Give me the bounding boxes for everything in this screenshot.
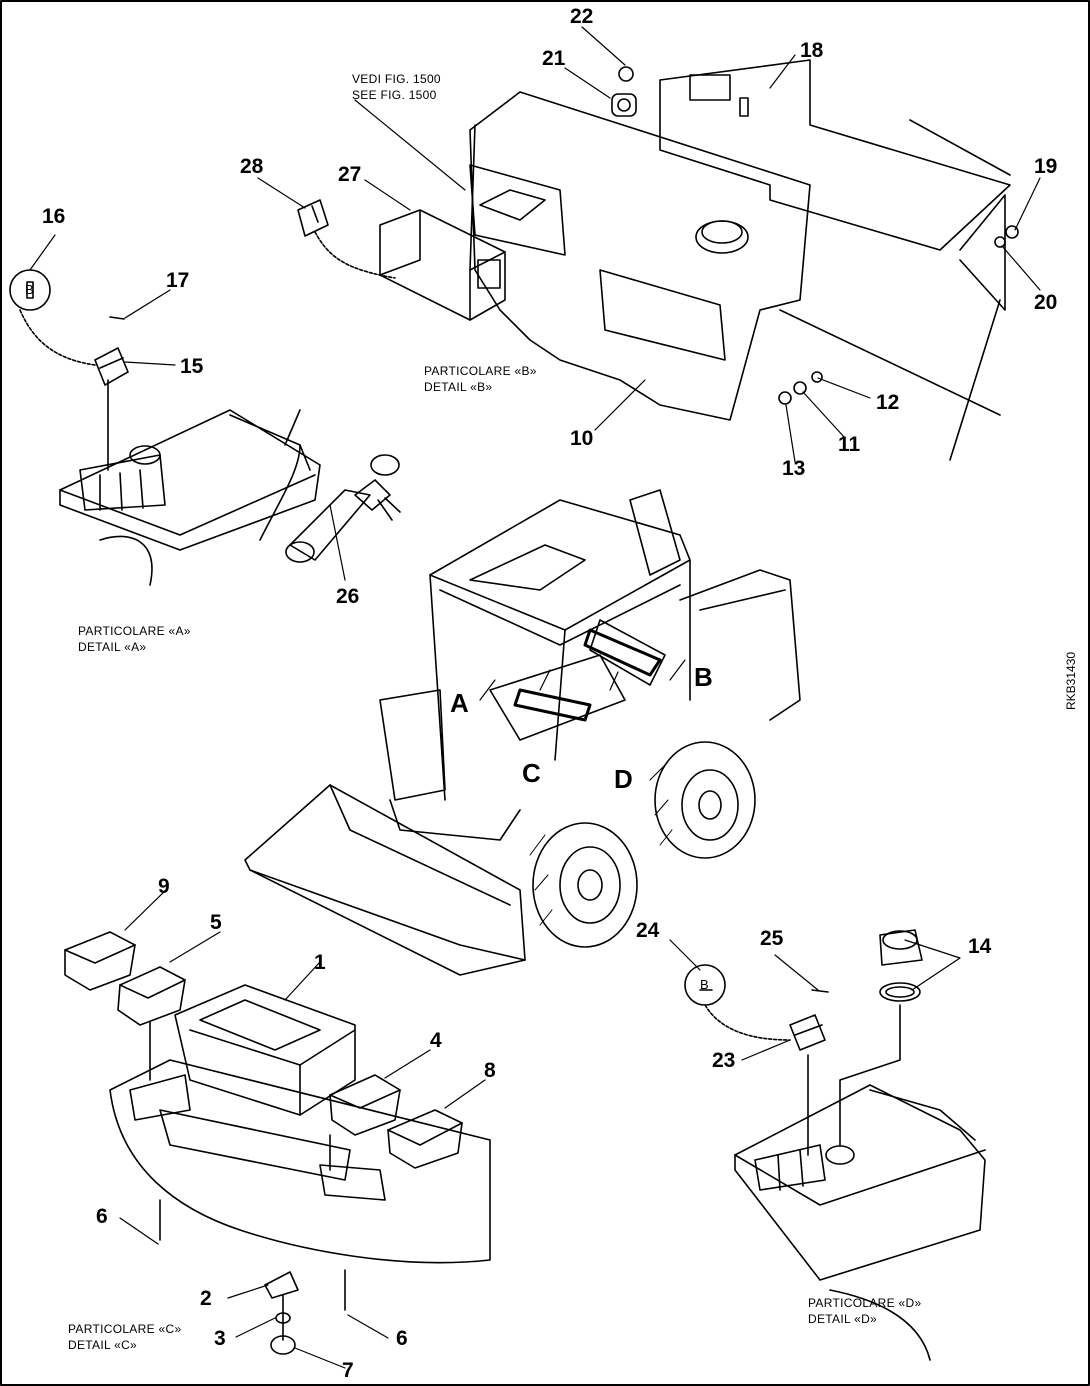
detail-b-caption-it: PARTICOLARE «B»: [424, 364, 537, 378]
detail-a-console: [9, 269, 321, 586]
ignition-switch-part-26: [259, 444, 401, 563]
callout-11: 11: [838, 433, 861, 456]
callout-18: 18: [800, 39, 824, 62]
callout-28: 28: [240, 155, 264, 178]
detail-c-panel: [64, 931, 491, 1355]
callout-6: 6: [96, 1205, 108, 1228]
leader-lines: [29, 26, 1041, 1369]
callout-22: 22: [570, 5, 594, 28]
callout-13: 13: [782, 457, 806, 480]
callout-19: 19: [1034, 155, 1058, 178]
detail-a-caption-en: DETAIL «A»: [78, 640, 147, 654]
detail-letter-c: C: [522, 758, 541, 788]
callout-24: 24: [636, 919, 660, 942]
circle-letter-detail-d: B: [700, 977, 709, 992]
callout-26: 26: [336, 585, 360, 608]
detail-c-caption-it: PARTICOLARE «C»: [68, 1322, 182, 1336]
drawing-code: RKB31430: [1064, 651, 1078, 710]
circle-letter-detail-a: B: [25, 282, 34, 297]
detail-letter-a: A: [450, 688, 469, 718]
callout-6: 6: [396, 1327, 408, 1350]
detail-a-caption-it: PARTICOLARE «A»: [78, 624, 191, 638]
callout-20: 20: [1034, 291, 1058, 314]
callout-12: 12: [876, 391, 900, 414]
connector-part-28: [297, 199, 396, 279]
callout-17: 17: [166, 269, 190, 292]
skid-steer-loader: [244, 489, 801, 976]
see-fig-note-it: VEDI FIG. 1500: [352, 72, 441, 86]
callout-1: 1: [314, 951, 326, 974]
callout-2: 2: [200, 1287, 212, 1310]
detail-b-caption-en: DETAIL «B»: [424, 380, 493, 394]
callout-25: 25: [760, 927, 784, 950]
callout-16: 16: [42, 205, 66, 228]
callout-3: 3: [214, 1327, 226, 1350]
detail-d-caption-it: PARTICOLARE «D»: [808, 1296, 922, 1310]
callout-10: 10: [570, 427, 594, 450]
rear-panel-assembly: [469, 59, 1019, 461]
see-fig-note-en: SEE FIG. 1500: [352, 88, 437, 102]
callout-21: 21: [542, 47, 566, 70]
detail-letter-b: B: [694, 662, 713, 692]
callout-14: 14: [968, 935, 992, 958]
storage-box-part-27: [379, 209, 506, 321]
callout-8: 8: [484, 1059, 496, 1082]
callout-4: 4: [430, 1029, 442, 1052]
callout-23: 23: [712, 1049, 736, 1072]
callout-7: 7: [342, 1359, 354, 1382]
detail-d-console: [684, 929, 986, 1361]
callout-15: 15: [180, 355, 204, 378]
detail-d-caption-en: DETAIL «D»: [808, 1312, 878, 1326]
callout-9: 9: [158, 875, 170, 898]
callout-27: 27: [338, 163, 362, 186]
callout-5: 5: [210, 911, 222, 934]
detail-c-caption-en: DETAIL «C»: [68, 1338, 138, 1352]
detail-letter-d: D: [614, 764, 633, 794]
